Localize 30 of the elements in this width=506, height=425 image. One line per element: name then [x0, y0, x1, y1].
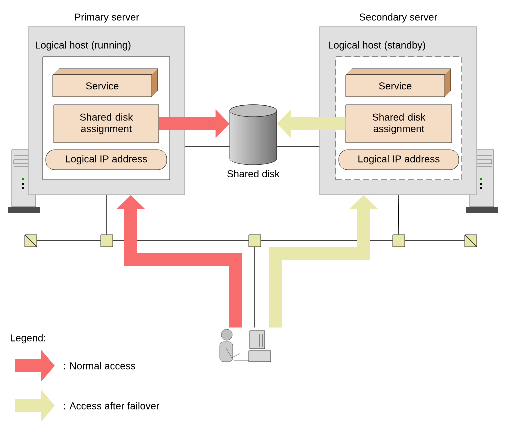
connector-line	[276, 146, 320, 148]
connector-line	[260, 240, 394, 242]
node-label: Logical host (standby)	[329, 41, 426, 51]
user-at-computer-drawing	[220, 329, 272, 362]
legend-heading: Legend:	[11, 334, 46, 344]
connector-line	[185, 146, 230, 148]
terminator	[24, 234, 38, 248]
process-box: Shared disk assignment	[346, 104, 452, 144]
process-box: Shared disk assignment	[54, 104, 160, 144]
legend-text: : Normal access	[64, 362, 136, 370]
service-block: Service	[52, 68, 158, 98]
legend-text: : Access after failover	[64, 402, 160, 410]
connector-line	[254, 246, 256, 328]
terminator	[464, 234, 478, 248]
address-pill: Logical IP address	[338, 150, 460, 170]
connector-line	[112, 240, 250, 242]
address-pill: Logical IP address	[46, 150, 168, 170]
node-label: Logical host (running)	[36, 41, 131, 51]
disk-label: Shared disk	[228, 170, 280, 178]
connector-line	[398, 195, 400, 236]
port-square	[100, 234, 114, 248]
connector-line	[404, 240, 466, 242]
disk-cylinder	[230, 104, 278, 166]
node-label: Secondary server	[360, 13, 438, 23]
connector-line	[36, 240, 102, 242]
port-square	[392, 234, 406, 248]
node-label: Primary server	[75, 13, 140, 23]
connector-line	[106, 195, 108, 236]
service-block: Service	[346, 68, 452, 98]
port-square	[248, 234, 262, 248]
